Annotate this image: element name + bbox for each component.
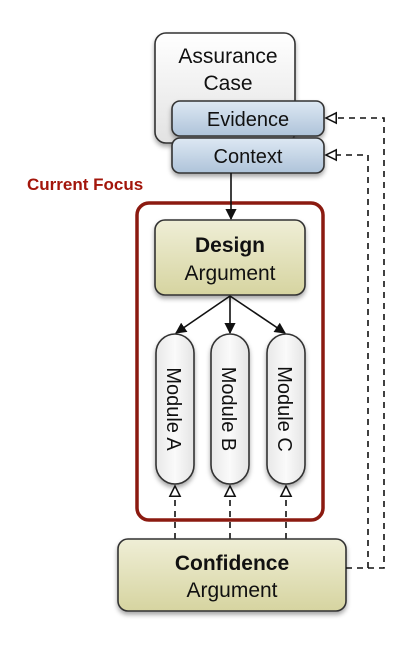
confidence-to-evidence-arrow (326, 118, 385, 569)
confidence-to-context-arrow (326, 155, 369, 569)
assurance-case-line1: Assurance (178, 45, 277, 68)
evidence-node: Evidence (171, 100, 325, 137)
module-c-node: Module C (266, 333, 306, 485)
current-focus-frame (135, 201, 325, 522)
confidence-argument-line2: Argument (186, 579, 277, 602)
current-focus-label: Current Focus (27, 175, 143, 194)
module-a-node: Module A (155, 333, 195, 485)
module-b-node: Module B (210, 333, 250, 485)
assurance-case-line2: Case (203, 72, 252, 95)
context-node: Context (171, 137, 325, 174)
design-to-module-c-arrow (229, 295, 286, 334)
confidence-argument-node: Confidence Argument (117, 538, 347, 612)
evidence-label: Evidence (207, 109, 289, 131)
design-argument-line1: Design (195, 234, 265, 257)
context-label: Context (214, 146, 283, 168)
design-argument-node: Design Argument (154, 219, 306, 296)
design-to-module-a-arrow (175, 295, 231, 334)
module-b-label: Module B (217, 367, 239, 452)
module-a-label: Module A (162, 367, 184, 451)
confidence-argument-line1: Confidence (175, 552, 289, 575)
design-argument-line2: Argument (184, 262, 275, 285)
module-c-label: Module C (273, 366, 295, 452)
